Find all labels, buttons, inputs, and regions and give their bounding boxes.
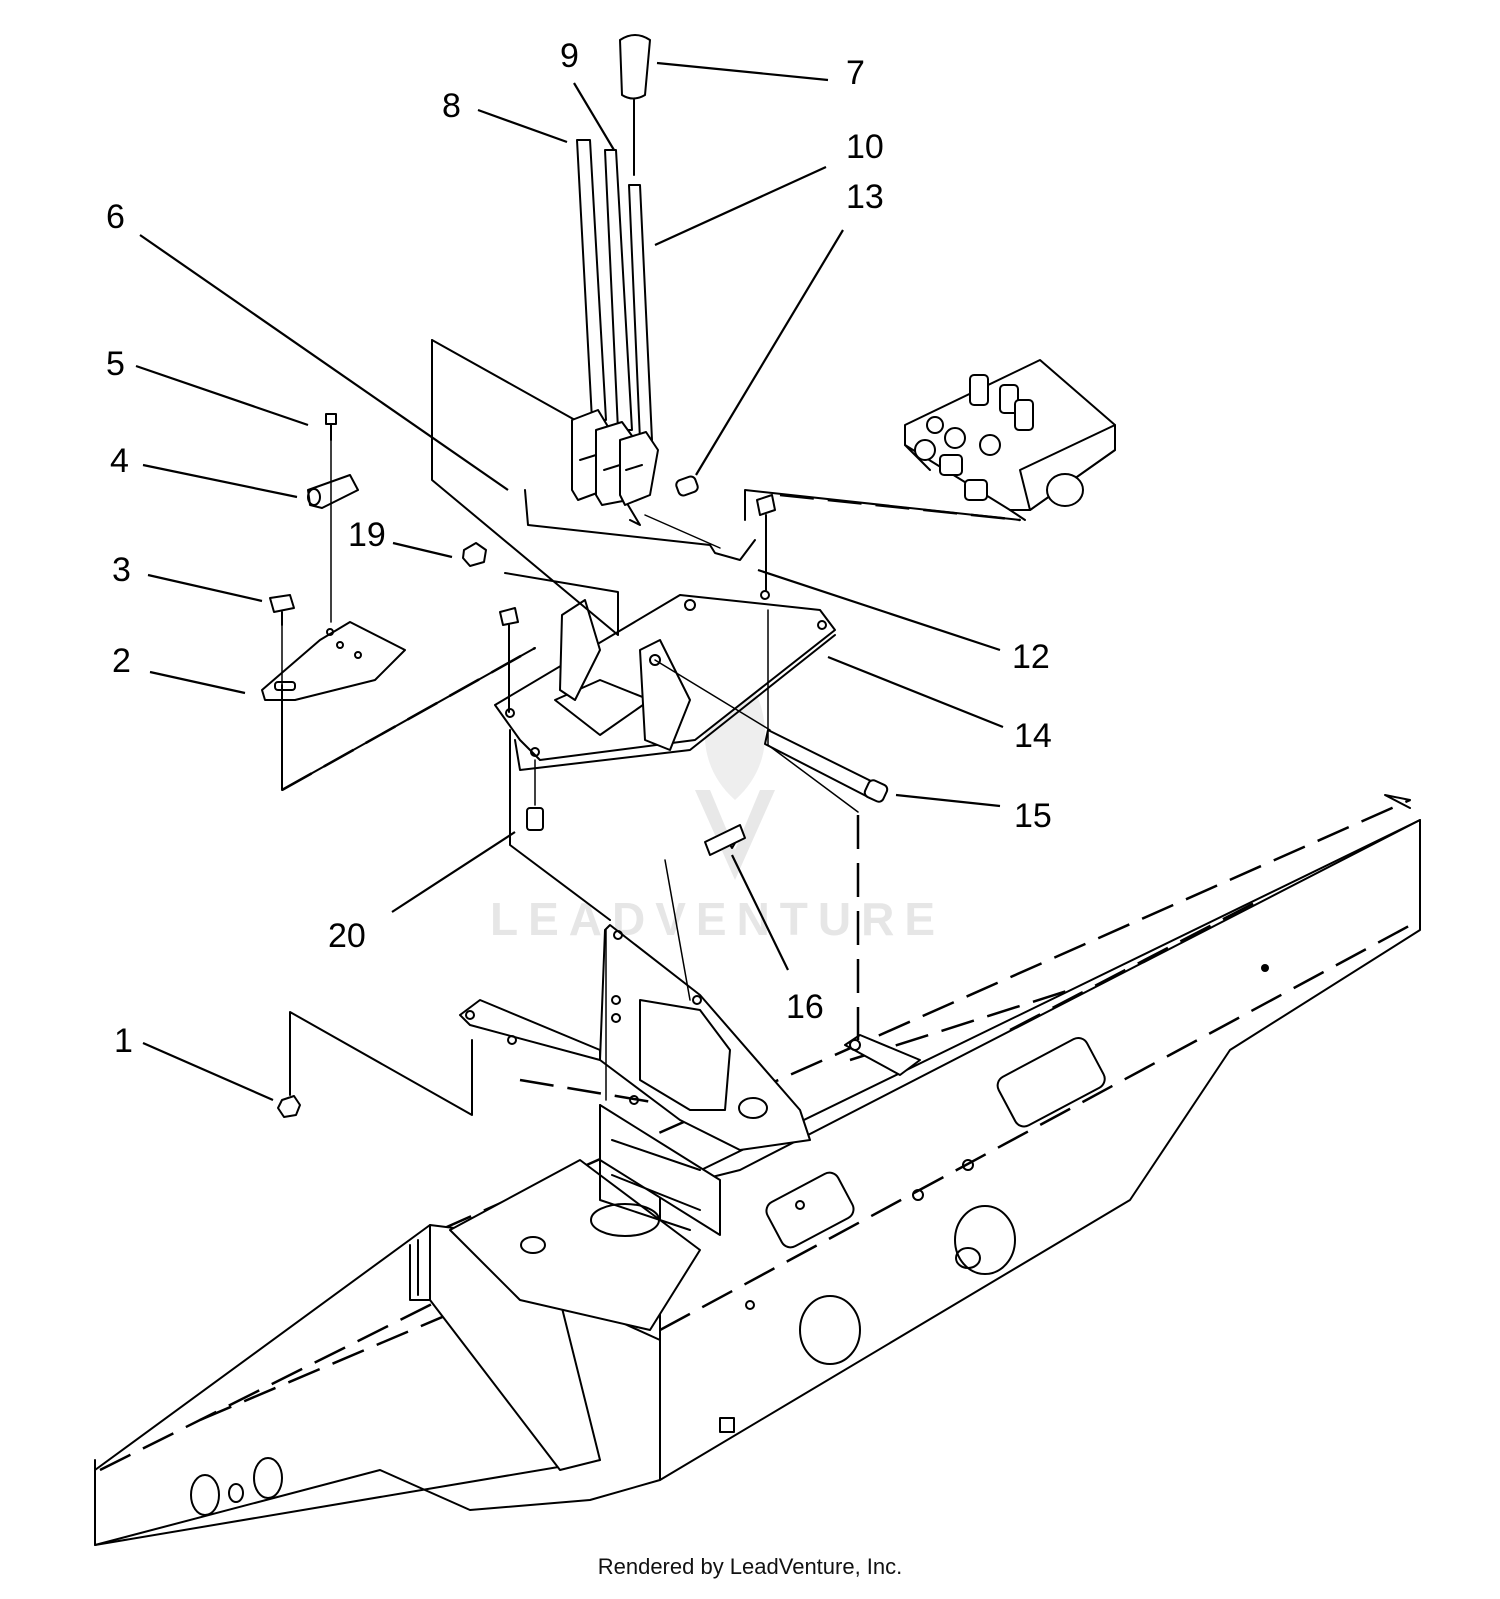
watermark-text: LEADVENTURE [490, 893, 945, 945]
part-19-nut [462, 542, 487, 567]
part-7-knob [619, 34, 651, 176]
callout-13: 13 [846, 178, 884, 216]
part-4-pivot-block [307, 474, 359, 509]
part-5-screw [325, 413, 337, 623]
part-12-link-rod [524, 489, 776, 600]
callout-leaders [135, 61, 1004, 1102]
part-13-bushing [675, 475, 699, 497]
callout-1: 1 [114, 1022, 133, 1060]
render-credit: Rendered by LeadVenture, Inc. [597, 1554, 903, 1579]
frame-assembly [94, 794, 1421, 1546]
levers-assembly [571, 139, 659, 526]
callout-7: 7 [846, 54, 865, 92]
callout-2: 2 [112, 642, 131, 680]
callout-10: 10 [846, 128, 884, 166]
callout-19: 19 [348, 516, 386, 554]
callout-12: 12 [1012, 638, 1050, 676]
callout-15: 15 [1014, 797, 1052, 835]
callout-16: 16 [786, 988, 824, 1026]
part-16-spring [664, 824, 746, 1001]
callout-labels: 1 2 3 4 5 6 7 8 9 10 12 13 14 15 16 19 2… [106, 37, 1052, 1060]
callout-3: 3 [112, 551, 131, 589]
callout-20: 20 [328, 917, 366, 955]
part-14-control-plate [494, 594, 836, 771]
callout-9: 9 [560, 37, 579, 75]
part-6-panel-outline [431, 339, 619, 636]
bolt-plate [499, 607, 519, 713]
part-3-bolt [269, 594, 295, 686]
callout-6: 6 [106, 198, 125, 236]
part-2-bracket [261, 621, 406, 701]
assembly-guide-lines [281, 489, 1021, 1116]
callout-4: 4 [110, 442, 129, 480]
callout-5: 5 [106, 345, 125, 383]
part-20-spacer [526, 759, 544, 831]
part-15-pin [654, 659, 889, 803]
callout-14: 14 [1014, 717, 1052, 755]
hydraulic-valve-block [904, 359, 1116, 521]
mount-bracket-tower [459, 924, 921, 1236]
callout-8: 8 [442, 87, 461, 125]
part-1-nut [277, 1095, 301, 1118]
